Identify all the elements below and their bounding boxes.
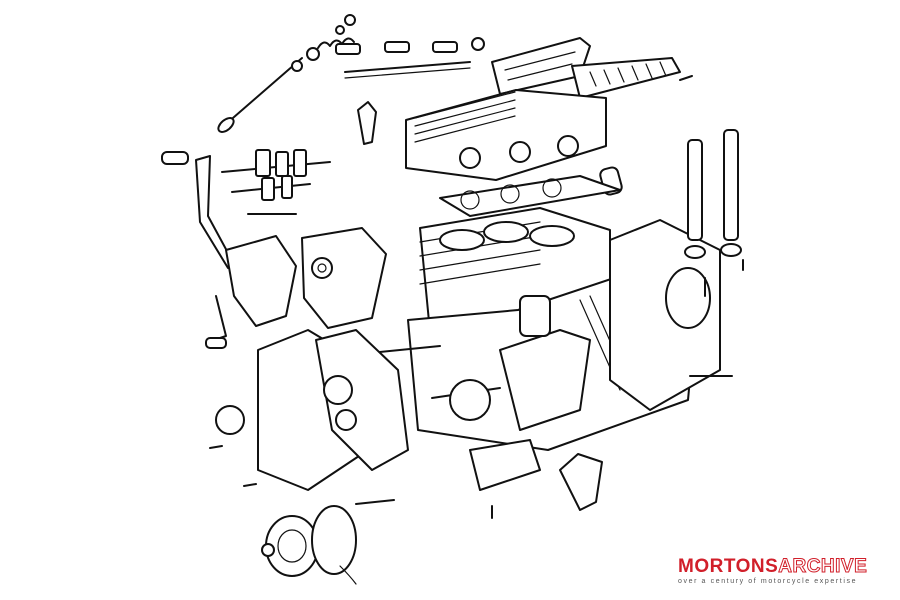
rotor-nut (261, 543, 275, 557)
timing-gear-2 (335, 409, 357, 431)
rocker-cover-left (491, 37, 591, 95)
gear-5 (281, 175, 293, 199)
head-gasket (439, 175, 621, 217)
inner-cover-group (225, 227, 387, 329)
rocker-bolt (679, 75, 693, 81)
timing-side-group (209, 329, 409, 505)
sump-plate (469, 439, 541, 491)
pushrod (344, 61, 471, 73)
timing-bolt (355, 499, 395, 505)
pushrod-tube-2 (723, 129, 739, 241)
camshaft (379, 345, 441, 353)
spark-plug (357, 101, 377, 145)
rocker-box-group (491, 37, 693, 99)
alternator-stator (311, 505, 357, 575)
alternator-rotor (265, 515, 319, 577)
valve-collet (344, 14, 356, 26)
timing-gear-1 (323, 375, 353, 405)
tappet-1 (335, 43, 361, 55)
tappet-2 (384, 41, 410, 53)
head-gasket-group (439, 175, 621, 217)
stator-wire (339, 565, 357, 585)
gearbox-cluster-group (161, 149, 331, 349)
gear-1 (255, 149, 271, 177)
head-port-1 (459, 147, 481, 169)
gear-4 (261, 177, 275, 201)
contact-breaker (215, 405, 245, 435)
valve-head (217, 117, 235, 133)
gearbox-inner-case (301, 227, 387, 329)
bore-2 (483, 221, 529, 243)
kickstart-pedal (161, 151, 189, 165)
alternator-group (261, 505, 357, 585)
crank-flywheel (449, 379, 491, 421)
primary-cover-group (559, 219, 733, 511)
head-port-3 (557, 135, 579, 157)
logo-brand-primary: MORTONS (678, 556, 779, 577)
gear-3 (293, 149, 307, 177)
logo-brand-secondary: ARCHIVE (778, 556, 868, 577)
valve-washer (335, 25, 345, 35)
valve-gear-group (217, 14, 485, 133)
inner-gear (311, 257, 333, 279)
tappet-3 (432, 41, 458, 53)
gear-pedal (205, 337, 227, 349)
seal-ring (471, 37, 485, 51)
logo-tagline: over a century of motorcycle expertise (678, 578, 858, 585)
valve-spring-cap (306, 47, 320, 61)
timing-case (315, 329, 409, 471)
archive-logo: MORTONSARCHIVE over a century of motorcy… (678, 557, 894, 591)
valve-spring (317, 37, 355, 49)
oil-pump (559, 453, 603, 511)
gear-lever (213, 295, 227, 341)
bore-3 (529, 225, 575, 247)
primary-cover (609, 219, 721, 411)
cylinder-head (405, 89, 607, 181)
valve-stem (225, 57, 303, 125)
inner-cover (225, 235, 297, 327)
pushrod-2 (344, 67, 471, 79)
pushrod-tube-1 (687, 139, 703, 241)
bore-1 (439, 229, 485, 251)
clutch-cover (665, 267, 711, 329)
rocker-cover-right (571, 57, 681, 99)
valve-collar (291, 60, 303, 72)
head-port-2 (509, 141, 531, 163)
gear-2 (275, 151, 289, 177)
piston (519, 295, 551, 337)
pushrod-tubes-group (684, 129, 744, 297)
logo-wordmark: MORTONSARCHIVE (678, 556, 894, 577)
